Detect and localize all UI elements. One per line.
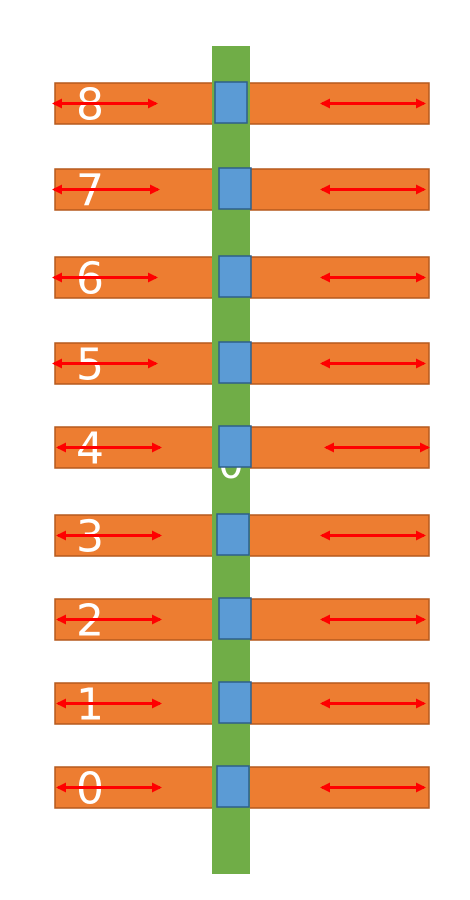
square-block-icon: [216, 765, 250, 808]
square-block-icon: [218, 255, 252, 298]
square-block-icon: [216, 513, 250, 556]
square-block-icon: [214, 81, 248, 124]
square-block-icon: [218, 681, 252, 724]
square-block-icon: [218, 341, 252, 384]
blocks-layer: [214, 81, 252, 808]
square-block-icon: [218, 425, 252, 468]
square-block-icon: [218, 597, 252, 640]
square-block-icon: [218, 167, 252, 210]
